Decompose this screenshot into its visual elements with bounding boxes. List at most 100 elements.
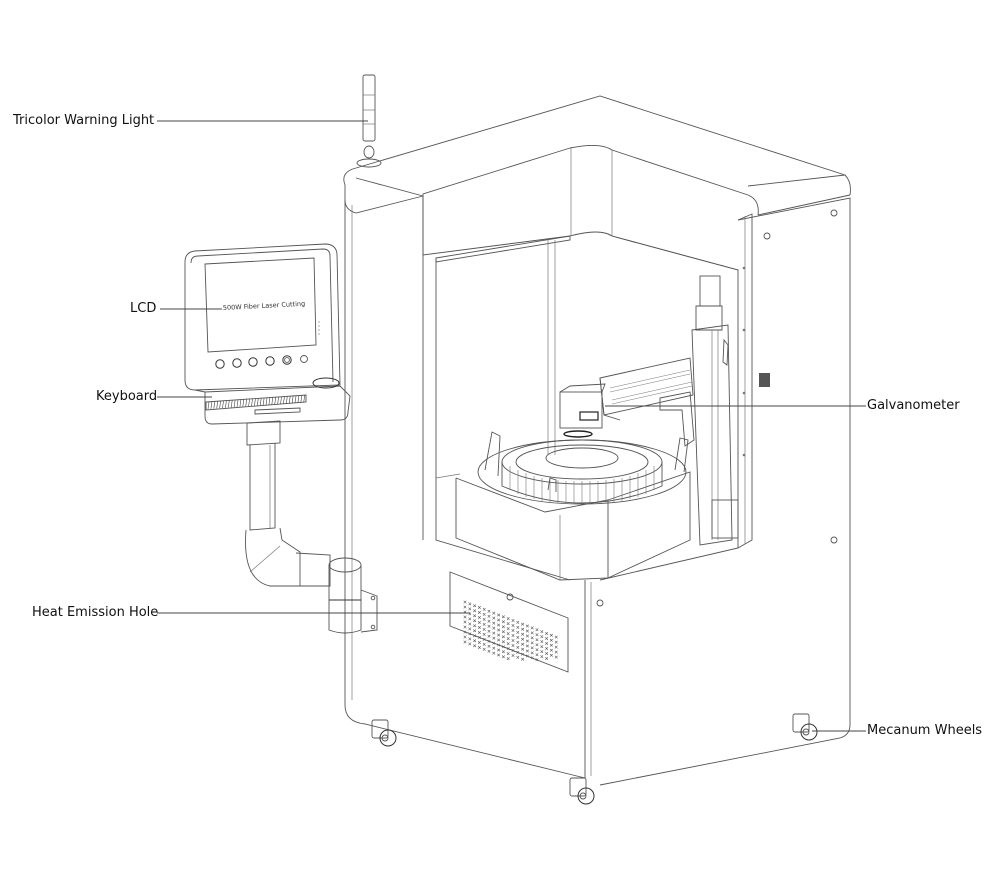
vent-hole [545,646,549,650]
vent-hole [511,618,515,623]
vent-hole [487,624,491,628]
vent-hole [506,652,510,656]
vent-hole [525,624,529,628]
mecanum-wheels-drawing [371,713,818,805]
vent-hole [482,612,486,616]
vent-hole [549,633,553,637]
vent-hole [554,650,558,654]
vent-hole [516,625,520,629]
vent-hole [535,628,539,632]
vent-hole [492,651,496,655]
vent-hole [540,635,544,639]
keyboard-key [236,399,239,408]
vent-hole [477,621,481,625]
vent-hole [482,637,486,641]
keyboard-key [257,398,259,406]
vent-hole [506,642,510,646]
vent-hole [530,626,534,630]
keyboard-key [265,397,268,406]
keyboard-key [248,399,250,407]
vent-hole [535,653,539,657]
vent-hole [540,650,544,654]
vent-hole [501,640,505,644]
vent-hole [506,632,510,636]
vent-hole [545,631,549,635]
vent-hole [487,609,491,613]
vent-hole [463,615,467,619]
vent-hole [554,640,558,644]
vent-hole [521,642,525,646]
vent-hole [516,630,520,634]
vent-hole [521,647,525,651]
z-axis-column [691,275,739,546]
vent-hole [545,656,549,660]
vent-hole [501,655,505,659]
keyboard-key [283,396,285,404]
keyboard-key [286,396,288,404]
vent-hole [545,651,549,655]
vent-hole [506,622,510,626]
vent-hole [463,605,467,609]
vent-hole [525,634,529,638]
vent-hole [521,627,525,631]
vent-hole [516,645,520,649]
vent-hole [482,627,486,631]
vent-hole [473,624,477,628]
label-lcd: LCD [130,301,157,316]
vent-hole [516,640,520,644]
vent-hole [482,622,486,626]
vent-hole [492,641,496,645]
vent-hole [511,653,515,658]
keyboard-key [274,397,276,405]
vent-hole [487,629,491,633]
vent-hole [525,629,529,633]
vent-hole [506,627,510,631]
vent-hole [477,616,481,620]
vent-hole [487,644,491,648]
label-mecanum-wheels: Mecanum Wheels [867,723,983,738]
rotary-table [455,431,691,581]
vent-hole [516,655,520,659]
vent-hole [482,642,486,646]
keyboard-key [303,395,305,403]
vent-hole [492,626,496,630]
vent-hole [468,617,472,621]
vent-hole [501,615,505,619]
vent-hole [554,645,558,649]
keyboard-key [251,398,253,407]
vent-hole [530,646,534,650]
screen-text: 500W Fiber Laser Cutting [223,300,306,312]
vent-hole [525,639,529,643]
vent-hole [477,606,481,610]
vent-hole [482,607,486,611]
vent-hole [492,621,496,625]
vent-hole [525,644,529,648]
vent-hole [554,655,558,659]
vent-hole [535,638,539,642]
vent-hole [501,635,505,639]
keyboard-key [271,397,274,405]
vent-hole [473,634,477,638]
vent-hole [511,643,515,648]
vent-hole [497,633,501,637]
keyboard-key [280,396,282,405]
vent-hole [516,620,520,624]
vent-hole [492,646,496,650]
keyboard-key [254,398,256,406]
keyboard-key [262,398,265,406]
vent-hole [511,628,515,633]
vent-hole [463,635,467,639]
vent-hole [492,616,496,620]
vent-hole [463,640,467,644]
vent-hole [521,652,525,656]
vent-hole [477,641,481,645]
vent-hole [501,630,505,634]
keyboard-key [297,395,300,403]
vent-hole [549,653,553,657]
keyboard-key [219,401,221,409]
vent-hole [487,639,491,643]
label-tricolor-warning-light: Tricolor Warning Light [13,113,155,128]
vent-hole [501,625,505,629]
keyboard-key [294,395,297,404]
